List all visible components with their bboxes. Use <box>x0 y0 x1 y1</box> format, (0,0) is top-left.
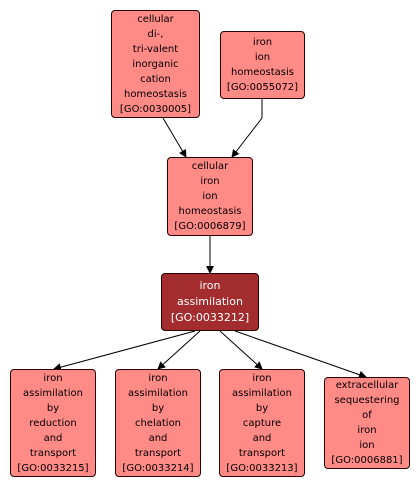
node-label-line: homeostasis <box>231 67 294 78</box>
node-iron-ion-homeostasis[interactable]: iron ion homeostasis [GO:0055072] <box>220 31 305 99</box>
node-label-line: iron <box>199 279 221 292</box>
node-label-line: iron <box>252 372 272 384</box>
node-label-line: of <box>362 410 372 421</box>
node-label-line: transport <box>29 447 77 459</box>
node-label-line: transport <box>238 447 286 459</box>
node-label-line: iron <box>200 176 220 187</box>
edge-n4-n6 <box>157 330 201 370</box>
node-label-line: assimilation <box>23 387 83 399</box>
edge-n4-n7 <box>219 330 263 370</box>
node-label-line: assimilation <box>232 387 292 399</box>
node-label-line: reduction <box>29 417 77 429</box>
node-label-line: iron <box>148 372 168 384</box>
node-label-line: and <box>43 432 63 444</box>
node-label-line: and <box>252 432 272 444</box>
node-label-line: homeostasis <box>178 206 242 217</box>
node-label-line: [GO:0006881] <box>331 455 403 466</box>
node-label-line: inorganic <box>132 58 179 70</box>
node-label-line: capture <box>242 417 282 429</box>
node-label-line: by <box>255 402 269 414</box>
node-label-line: chelation <box>134 417 182 429</box>
node-iron-assimilation[interactable]: iron assimilation [GO:0033212] <box>161 273 259 331</box>
node-label-line: [GO:0033214] <box>122 462 194 474</box>
node-label-line: [GO:0033215] <box>17 462 89 474</box>
node-label-line: transport <box>134 447 182 459</box>
node-iron-assimilation-by-chelation-and-transport[interactable]: iron assimilation by chelation and transport [… <box>115 369 201 477</box>
node-label-line: extracellular <box>335 380 399 391</box>
node-label-line: cellular <box>191 161 229 172</box>
node-label-line: [GO:0006879] <box>174 221 246 232</box>
node-cellular-di-tri-valent-inorganic-cation-homeostasis[interactable]: cellular di-, tri-valent inorganic cation hom… <box>111 10 200 118</box>
edge-n4-n5 <box>53 330 196 372</box>
node-label-line: ion <box>359 440 375 451</box>
node-label-line: [GO:0030005] <box>119 103 192 115</box>
node-label-line: sequestering <box>334 395 400 406</box>
node-cellular-iron-ion-homeostasis[interactable]: cellular iron ion homeostasis [GO:0006879] <box>167 157 253 236</box>
node-label-line: tri-valent <box>132 43 179 55</box>
node-label-line: cellular <box>137 13 174 25</box>
node-iron-assimilation-by-capture-and-transport[interactable]: iron assimilation by capture and transport [GO… <box>219 369 305 477</box>
edge-n1-n3 <box>162 117 187 158</box>
node-label-line: cation <box>140 73 171 85</box>
node-label-line: iron <box>357 425 377 436</box>
node-label-line: iron <box>43 372 63 384</box>
node-label-line: assimilation <box>177 295 243 308</box>
node-label-line: [GO:0033212] <box>170 311 250 324</box>
edge-n4-n8 <box>234 330 367 379</box>
node-label-line: [GO:0033213] <box>226 462 298 474</box>
node-label-line: ion <box>254 52 271 63</box>
node-iron-assimilation-by-reduction-and-transport[interactable]: iron assimilation by reduction and transport [… <box>10 369 96 477</box>
node-label-line: [GO:0055072] <box>226 82 299 93</box>
node-label-line: di-, <box>147 28 164 40</box>
node-label-line: by <box>151 402 165 414</box>
node-extracellular-sequestering-of-iron-ion[interactable]: extracellular sequestering of iron ion [GO:00… <box>324 377 410 469</box>
node-label-line: iron <box>252 37 273 48</box>
node-label-line: homeostasis <box>124 88 187 100</box>
node-label-line: by <box>46 402 60 414</box>
node-label-line: and <box>148 432 168 444</box>
node-label-line: assimilation <box>128 387 188 399</box>
node-label-line: ion <box>202 191 218 202</box>
edge-n2-n3 <box>231 99 263 158</box>
